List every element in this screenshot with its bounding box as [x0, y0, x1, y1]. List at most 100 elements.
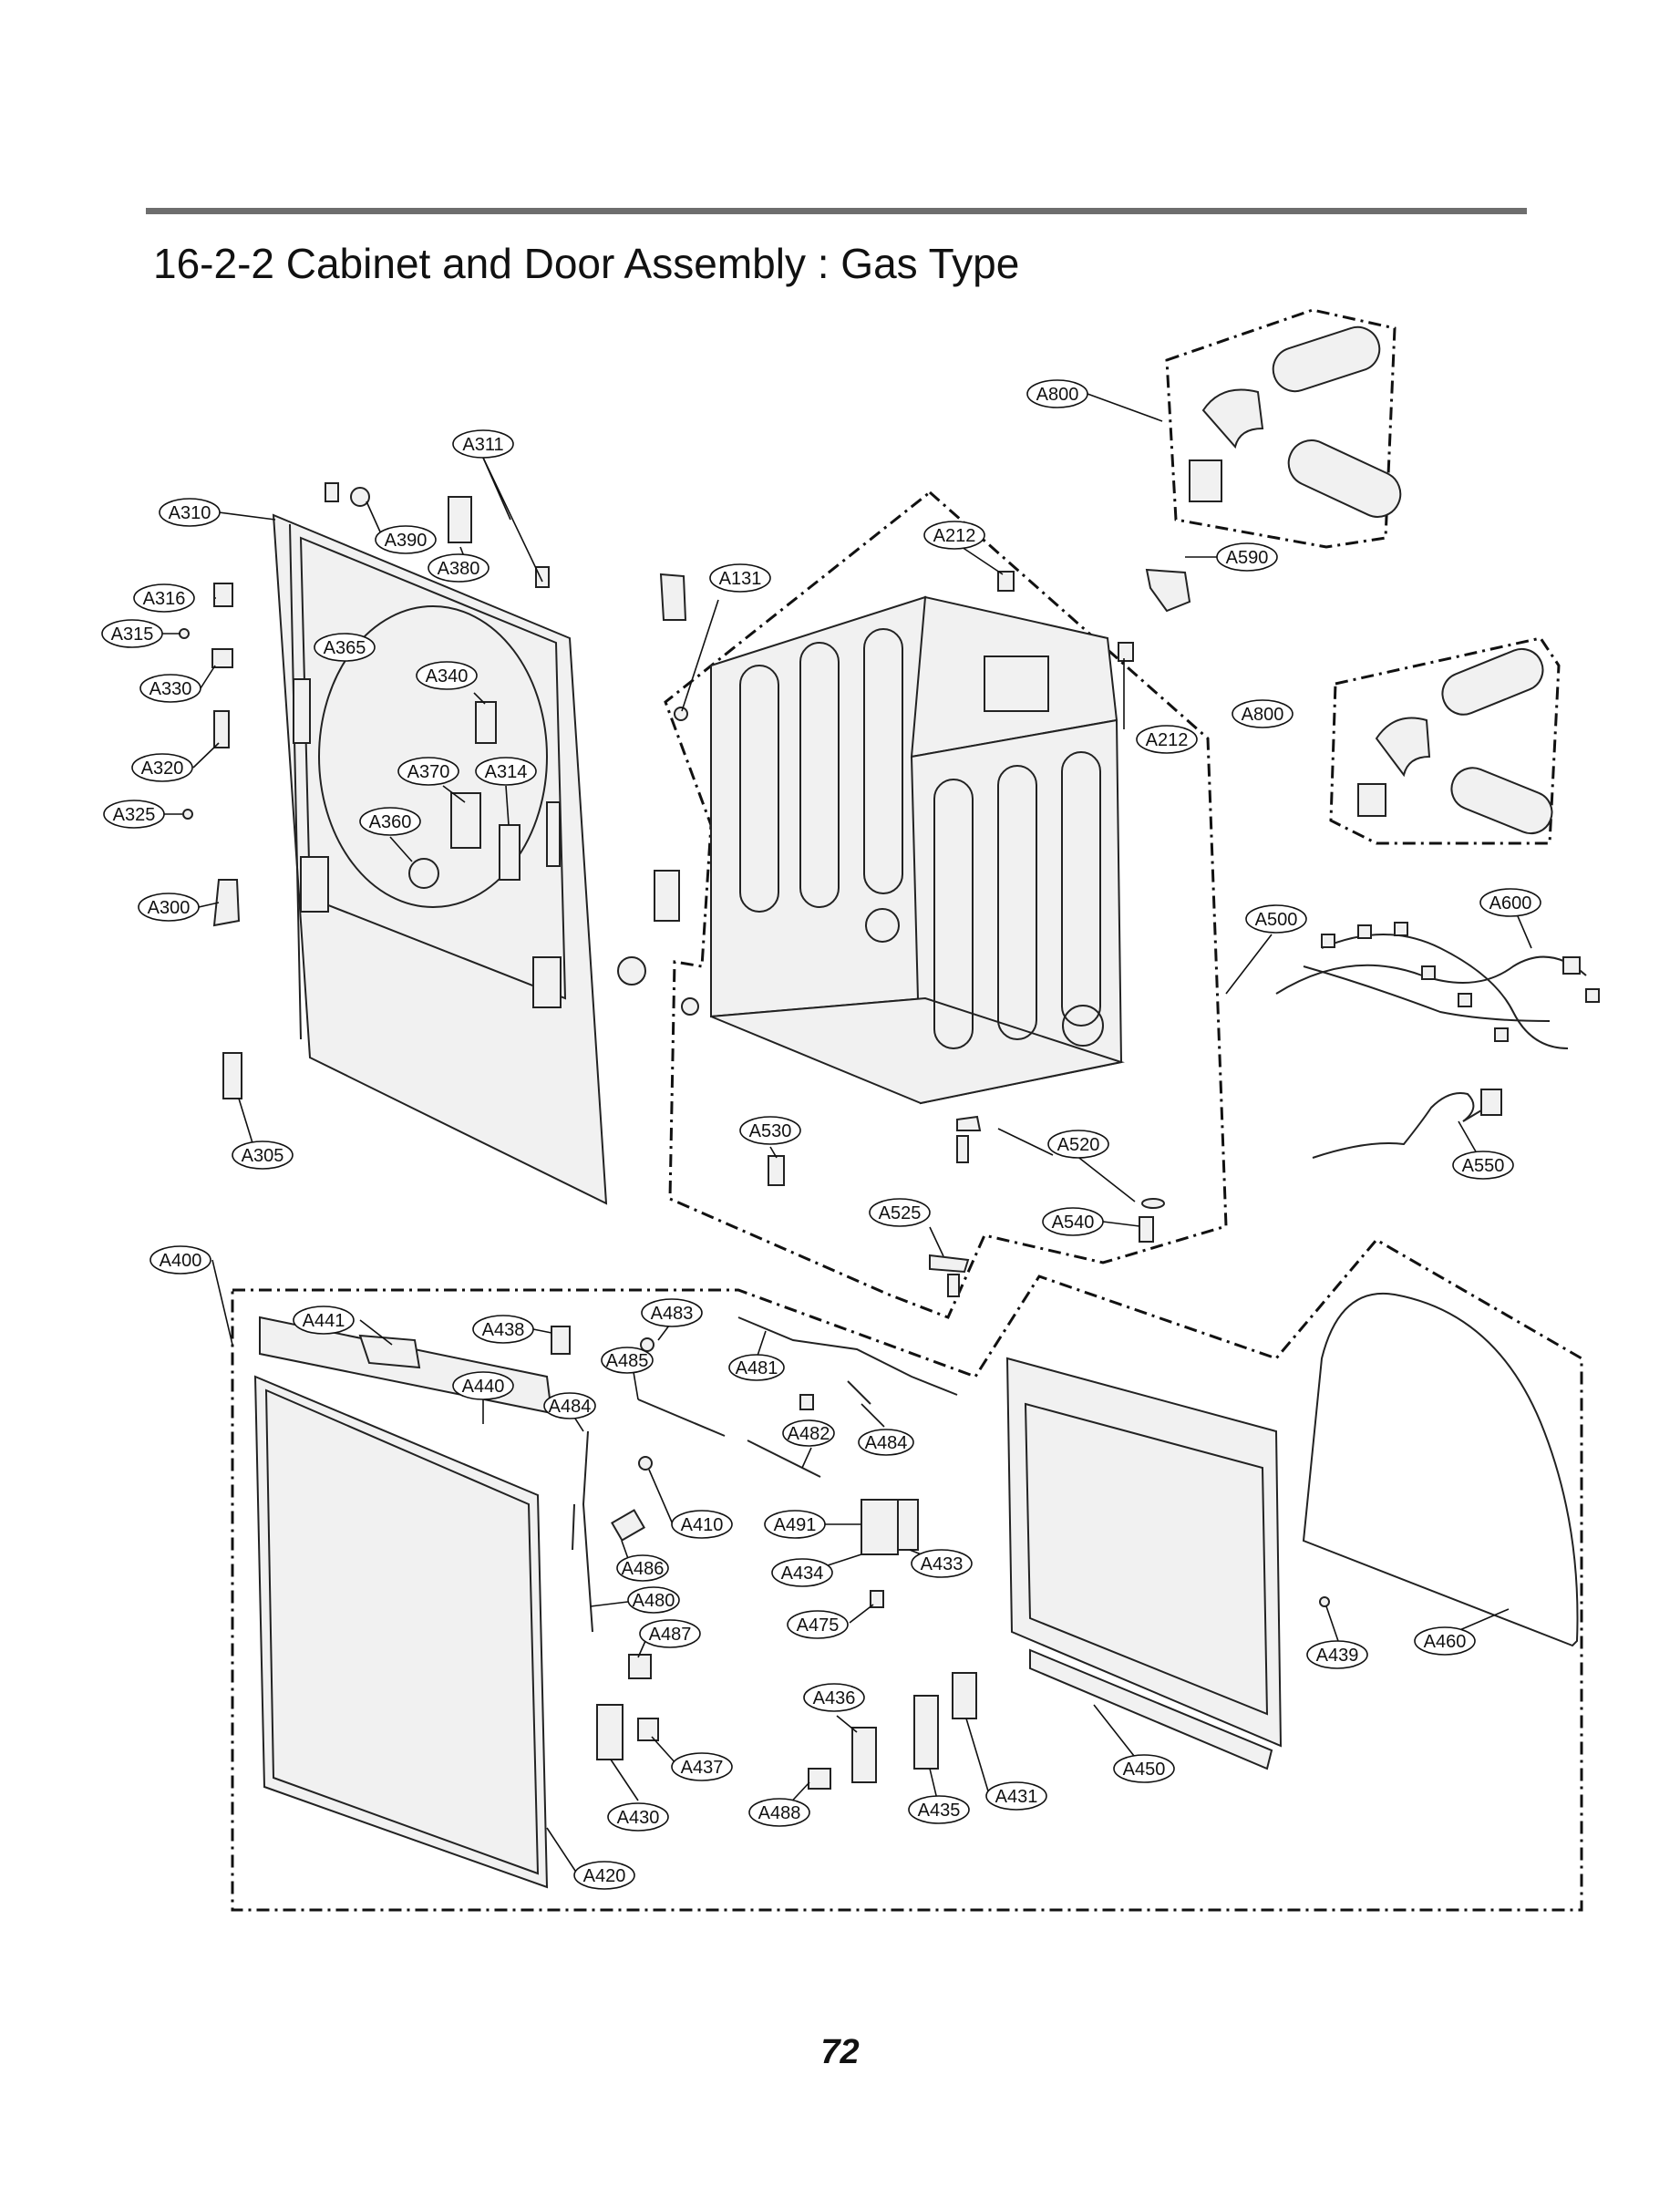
part-label-a437: A437	[671, 1752, 733, 1781]
svg-text:A390: A390	[385, 531, 428, 551]
svg-text:A450: A450	[1123, 1760, 1166, 1780]
part-label-a439: A439	[1306, 1640, 1368, 1669]
part-label-a212-top: A212	[923, 521, 985, 550]
svg-text:A488: A488	[758, 1803, 801, 1823]
part-label-a550: A550	[1452, 1151, 1514, 1180]
svg-text:A437: A437	[681, 1758, 724, 1778]
part-label-a131: A131	[709, 563, 771, 593]
svg-text:A433: A433	[921, 1554, 964, 1574]
svg-text:A484: A484	[549, 1397, 592, 1417]
part-label-a315: A315	[101, 619, 163, 648]
svg-text:A300: A300	[148, 898, 191, 918]
svg-text:A484: A484	[865, 1433, 908, 1453]
part-label-a484-right: A484	[858, 1429, 914, 1456]
front-panel	[272, 513, 608, 1205]
top-rule	[146, 208, 1527, 214]
part-label-a410: A410	[671, 1510, 733, 1539]
part-label-a400: A400	[149, 1245, 211, 1275]
page-number: 72	[820, 2033, 860, 2071]
svg-text:A330: A330	[149, 679, 192, 699]
svg-text:A430: A430	[617, 1808, 660, 1828]
svg-text:A540: A540	[1052, 1213, 1095, 1233]
dryer-cabinet	[710, 595, 1125, 1105]
svg-text:A131: A131	[719, 569, 762, 589]
svg-text:A370: A370	[407, 762, 450, 782]
svg-text:A305: A305	[242, 1146, 284, 1166]
svg-text:A315: A315	[111, 624, 154, 645]
svg-text:A500: A500	[1255, 910, 1298, 930]
svg-text:A483: A483	[651, 1304, 694, 1324]
svg-text:A460: A460	[1424, 1632, 1467, 1652]
part-label-a431: A431	[985, 1781, 1047, 1811]
svg-text:A436: A436	[813, 1688, 856, 1708]
svg-text:A400: A400	[160, 1251, 202, 1271]
svg-text:A530: A530	[749, 1121, 792, 1141]
part-labels: A800 A311 A310 A390 A380 A212 A590 A131 …	[101, 379, 1541, 1890]
svg-text:A800: A800	[1242, 705, 1284, 725]
part-label-a460: A460	[1414, 1626, 1476, 1656]
part-label-a390: A390	[375, 525, 437, 554]
part-label-a590: A590	[1216, 542, 1278, 572]
part-label-a487: A487	[639, 1619, 701, 1648]
part-label-a430: A430	[607, 1802, 669, 1832]
part-label-a433: A433	[911, 1549, 973, 1578]
part-label-a488: A488	[748, 1798, 810, 1827]
part-label-a440: A440	[452, 1371, 514, 1400]
svg-text:A314: A314	[485, 762, 528, 782]
part-label-a311: A311	[452, 429, 514, 459]
part-label-a370: A370	[397, 757, 459, 786]
svg-text:A360: A360	[369, 812, 412, 832]
part-label-a485: A485	[601, 1347, 654, 1374]
part-label-a420: A420	[573, 1861, 635, 1890]
svg-text:A486: A486	[622, 1559, 665, 1579]
svg-text:A487: A487	[649, 1625, 692, 1645]
part-label-a530: A530	[739, 1116, 801, 1145]
part-label-a800-top: A800	[1026, 379, 1088, 408]
duct-elbow-kit-top	[1189, 325, 1402, 518]
part-label-a434: A434	[771, 1558, 833, 1587]
svg-text:A325: A325	[113, 805, 156, 825]
door	[253, 1375, 549, 1889]
power-cord	[1312, 1089, 1502, 1159]
svg-text:A480: A480	[633, 1591, 675, 1611]
svg-text:A439: A439	[1316, 1646, 1359, 1666]
svg-text:A600: A600	[1489, 893, 1532, 913]
part-label-a340: A340	[416, 661, 478, 690]
part-label-a441: A441	[293, 1306, 355, 1335]
svg-text:A311: A311	[462, 435, 503, 455]
duct-kit-side-boundary	[1329, 636, 1561, 845]
part-label-a310: A310	[159, 498, 221, 527]
part-label-a300: A300	[138, 893, 200, 922]
svg-text:A520: A520	[1057, 1135, 1100, 1155]
svg-text:A431: A431	[995, 1787, 1038, 1807]
panel-small-parts	[179, 482, 699, 1099]
svg-text:A420: A420	[583, 1866, 626, 1886]
part-label-a481: A481	[728, 1354, 785, 1381]
svg-text:A410: A410	[681, 1515, 724, 1535]
gasket	[1302, 1292, 1579, 1647]
part-label-a520: A520	[1047, 1130, 1109, 1159]
svg-text:A485: A485	[606, 1351, 649, 1371]
part-label-a483: A483	[641, 1298, 703, 1327]
part-label-a360: A360	[359, 807, 421, 836]
svg-text:A434: A434	[781, 1564, 824, 1584]
cabinet-small-parts	[768, 568, 1191, 1297]
part-label-a800-side: A800	[1232, 699, 1293, 728]
svg-text:A590: A590	[1226, 548, 1269, 568]
duct-kit-top-boundary	[1165, 308, 1397, 549]
part-label-a435: A435	[908, 1795, 970, 1824]
part-label-a320: A320	[131, 753, 193, 782]
svg-text:A340: A340	[426, 666, 469, 686]
wire-harness	[1275, 922, 1600, 1049]
svg-text:A310: A310	[169, 503, 211, 523]
part-label-a525: A525	[869, 1198, 931, 1227]
svg-text:A525: A525	[879, 1203, 922, 1223]
svg-text:A212: A212	[933, 526, 976, 546]
door-latch-parts	[551, 1316, 977, 1790]
part-label-a480: A480	[627, 1586, 680, 1614]
svg-text:A438: A438	[482, 1320, 525, 1340]
part-label-a450: A450	[1113, 1754, 1175, 1783]
door-frame	[1005, 1357, 1283, 1770]
part-label-a486: A486	[616, 1554, 669, 1582]
